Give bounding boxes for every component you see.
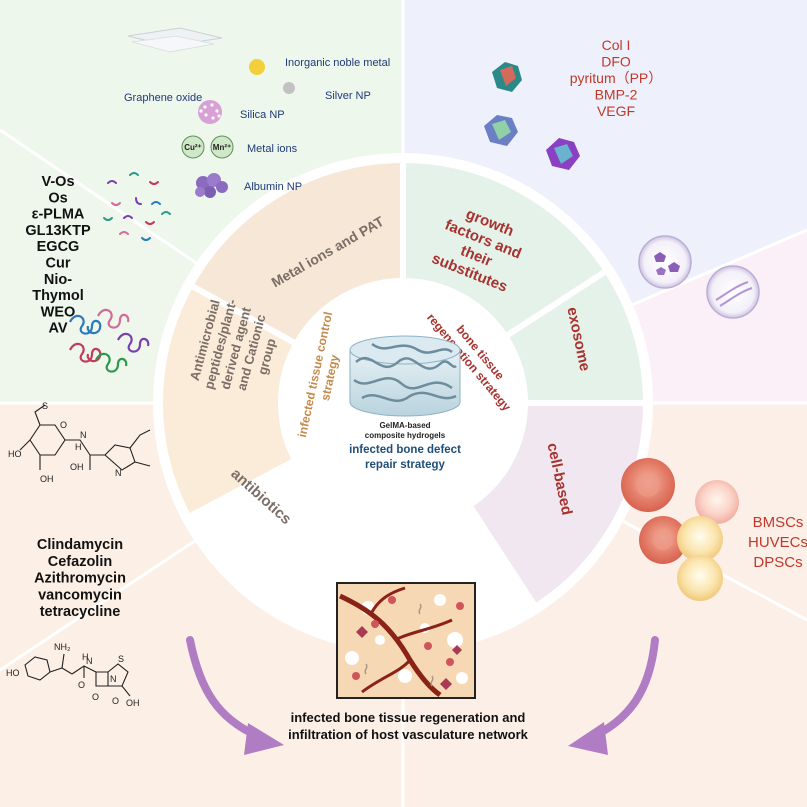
graphene-oxide-icon: [127, 27, 223, 53]
silica-nanoparticle-icon: [198, 100, 222, 124]
bottom-caption-line-1: infected bone tissue regeneration and: [291, 710, 526, 725]
protein-icon-3: [546, 138, 580, 170]
right-arrow-head: [568, 722, 608, 755]
antibiotic-item-2: Cefazolin: [48, 554, 112, 570]
stem-cells-icon: [621, 458, 739, 601]
antimicrobial-item-3: ε-PLMA: [32, 207, 85, 223]
antimicrobial-item-9: WEO: [41, 304, 76, 320]
silver-np-label: Silver NP: [325, 90, 371, 102]
svg-text:O: O: [60, 420, 67, 430]
svg-text:S: S: [118, 654, 124, 664]
peptide-squiggles-icon: [103, 172, 171, 241]
svg-text:H: H: [82, 652, 89, 662]
svg-text:OH: OH: [70, 462, 84, 472]
exosome-dish-icon-2: [706, 265, 760, 319]
svg-text:O: O: [112, 696, 119, 706]
antibiotic-name-list: ClindamycinCefazolinAzithromycinvancomyc…: [34, 537, 126, 620]
antibiotic-item-1: Clindamycin: [37, 537, 123, 553]
metal-ions-label: Metal ions: [247, 143, 298, 155]
antimicrobial-item-8: Thymol: [32, 288, 84, 304]
svg-text:N: N: [80, 430, 87, 440]
hydrogel-label-1: GelMA-based: [379, 421, 430, 430]
penicillin-atom-labels: NH₂ HO H N S O O N OH O: [6, 642, 140, 708]
svg-text:NH₂: NH₂: [54, 642, 71, 652]
silica-np-label: Silica NP: [240, 109, 285, 121]
svg-text:HO: HO: [8, 449, 22, 459]
bone-tissue-illustration: [336, 582, 476, 699]
repair-strategy-label-2: repair strategy: [365, 459, 446, 471]
svg-text:N: N: [115, 468, 122, 478]
antibiotic-item-5: tetracycline: [40, 604, 121, 620]
svg-text:N: N: [86, 656, 93, 666]
svg-text:OH: OH: [126, 698, 140, 708]
albumin-nanoparticle-icon: [195, 173, 228, 198]
hydrogel-label-2: composite hydrogels: [365, 431, 446, 440]
stem-cell-item-3: DPSCs: [753, 554, 802, 571]
antimicrobial-item-1: V-Os: [41, 174, 74, 190]
antibiotic-item-3: Azithromycin: [34, 571, 126, 587]
antibiotic-item-4: vancomycin: [38, 587, 122, 603]
antimicrobial-item-4: GL13KTP: [25, 223, 91, 239]
svg-text:O: O: [78, 680, 85, 690]
svg-text:HO: HO: [6, 668, 20, 678]
svg-text:H: H: [75, 442, 82, 452]
antimicrobial-item-10: AV: [48, 321, 67, 337]
svg-text:OH: OH: [40, 474, 54, 484]
metal-ions-icon: Cu²⁺ Mn²⁺: [181, 135, 234, 159]
penicillin-structure-icon: [24, 653, 131, 697]
peptide-coil-icons: [69, 308, 150, 373]
stem-cell-item-1: BMSCs: [753, 514, 804, 531]
albumin-np-label: Albumin NP: [244, 181, 302, 193]
inorganic-noble-metal-label: Inorganic noble metal: [285, 57, 390, 69]
antimicrobial-agent-list: V-OsOsε-PLMAGL13KTPEGCGCurNio-ThymolWEOA…: [25, 174, 91, 337]
antimicrobial-item-5: EGCG: [37, 239, 80, 255]
svg-text:S: S: [42, 401, 48, 411]
graphene-oxide-label: Graphene oxide: [124, 92, 202, 104]
antimicrobial-item-2: Os: [48, 190, 67, 206]
exosome-dish-icon-1: [638, 235, 692, 289]
growth-factor-item-4: BMP-2: [595, 87, 638, 103]
svg-text:N: N: [110, 674, 117, 684]
left-arrow-head: [244, 723, 284, 755]
repair-strategy-label-1: infected bone defect: [349, 444, 461, 456]
hydrogel-cylinder-icon: [349, 335, 461, 417]
bottom-caption-line-2: infiltration of host vasculature network: [288, 727, 529, 742]
antimicrobial-item-7: Nio-: [44, 272, 72, 288]
growth-factor-item-3: pyritum（PP）: [570, 70, 663, 86]
protein-icon-2: [484, 115, 518, 146]
growth-factor-item-5: VEGF: [597, 103, 635, 119]
clindamycin-structure-icon: [19, 404, 151, 471]
growth-factor-item-1: Col I: [602, 37, 631, 53]
growth-factor-item-2: DFO: [601, 54, 631, 70]
svg-text:Mn²⁺: Mn²⁺: [213, 143, 231, 152]
ring-segment-metal-ions: [186, 156, 406, 348]
svg-text:O: O: [92, 692, 99, 702]
antimicrobial-item-6: Cur: [46, 256, 71, 272]
silver-nanoparticle-icon: [283, 82, 295, 94]
ring-segment-antimicrobial: [157, 281, 301, 522]
ring-segment-growth-factors: [400, 156, 611, 341]
clindamycin-atom-labels: S O HO OH OH H N N: [8, 401, 122, 484]
svg-text:Cu²⁺: Cu²⁺: [184, 143, 202, 152]
stem-cell-item-2: HUVECs: [748, 534, 807, 551]
gold-nanoparticle-icon: [249, 59, 265, 75]
protein-icon-1: [492, 62, 522, 92]
